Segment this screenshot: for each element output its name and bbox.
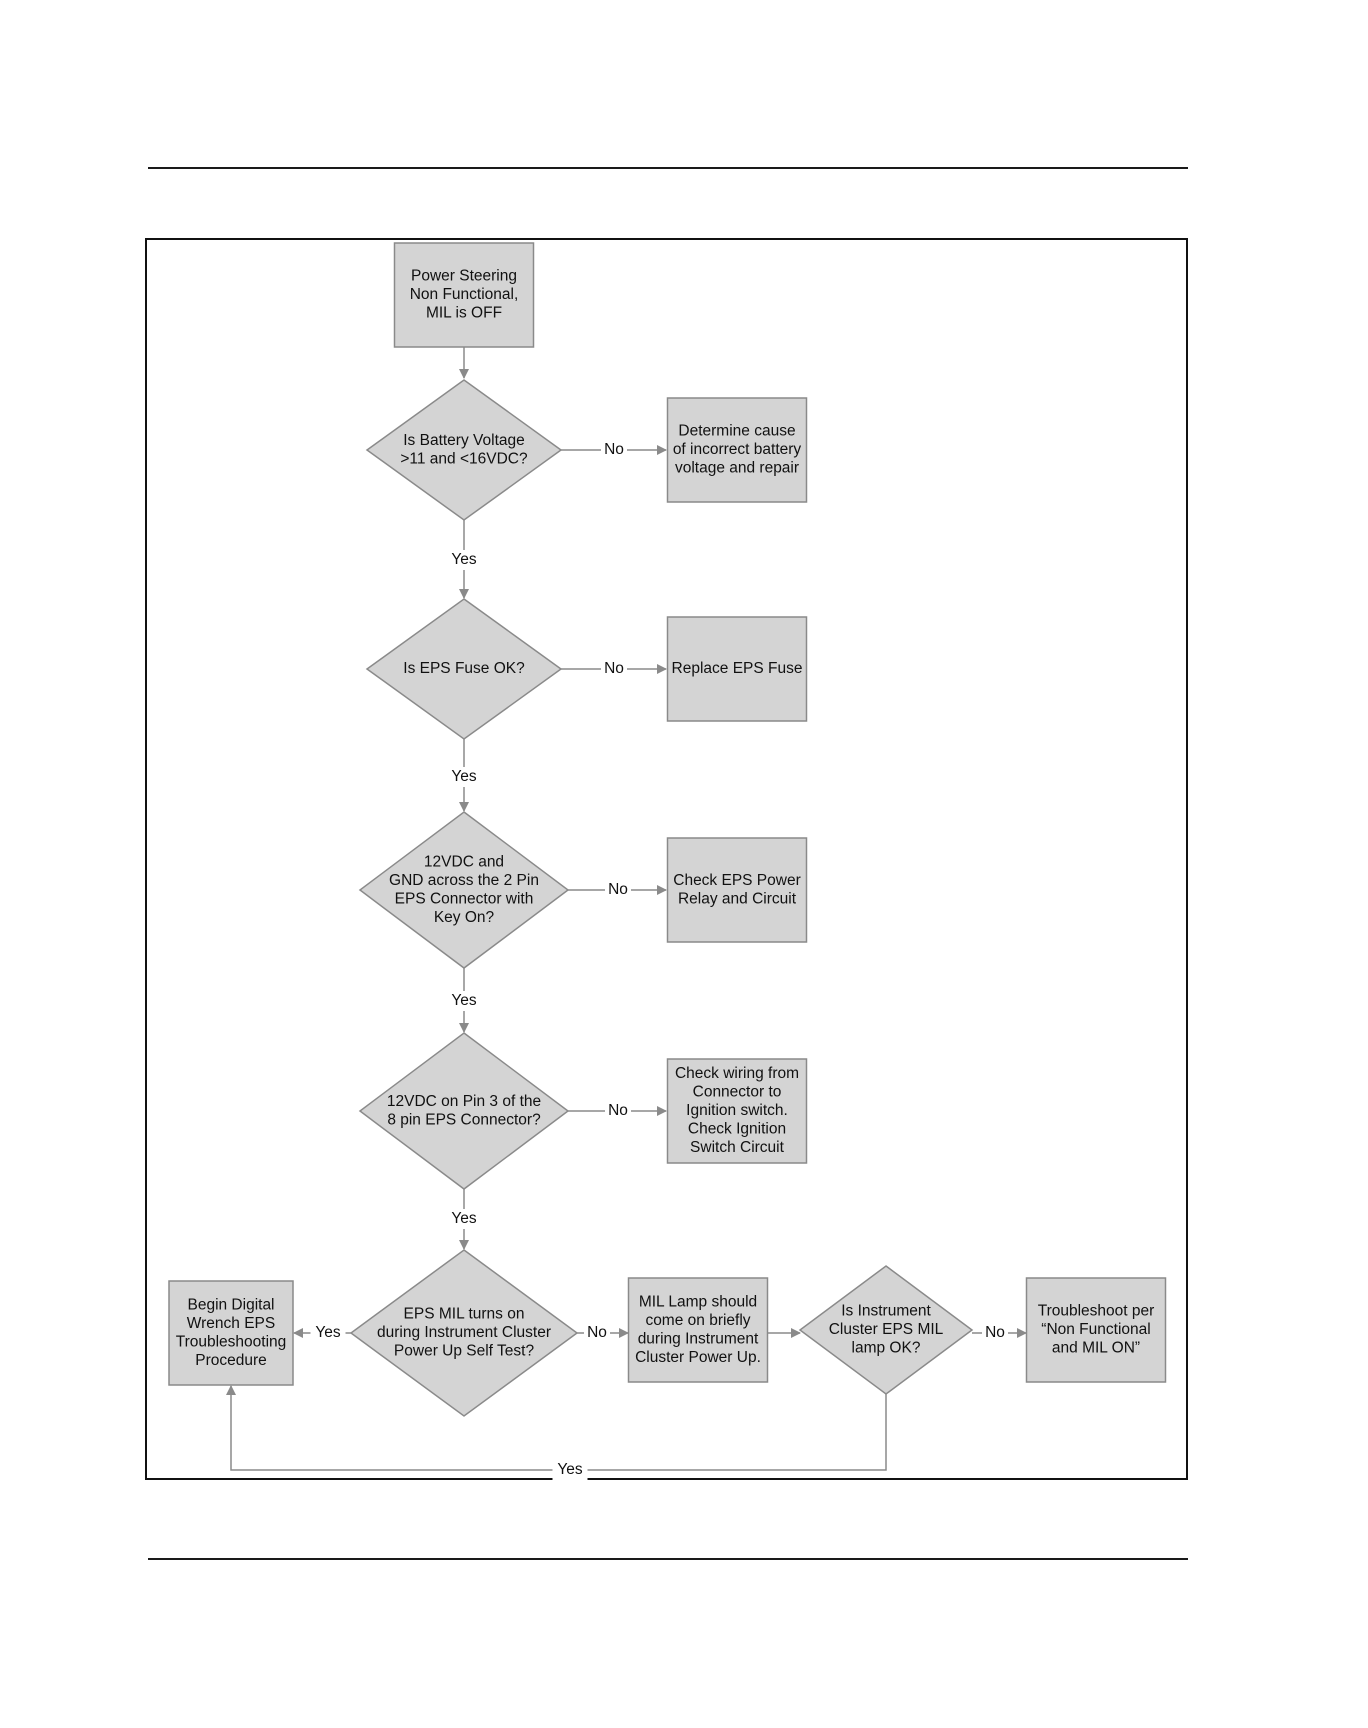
- node-label: and MIL ON”: [1052, 1340, 1140, 1357]
- node-a2: Replace EPS Fuse: [666, 616, 808, 722]
- node-label: Is Battery Voltage: [403, 432, 525, 449]
- node-label: come on briefly: [645, 1312, 750, 1329]
- node-label: Switch Circuit: [690, 1139, 785, 1156]
- node-label: Power Up Self Test?: [394, 1343, 535, 1360]
- node-q1: Is Battery Voltage>11 and <16VDC?: [365, 379, 563, 521]
- edge-label-bg: [605, 1101, 631, 1121]
- edge-label-q3-no: No: [608, 881, 628, 898]
- node-label: 8 pin EPS Connector?: [387, 1111, 541, 1128]
- edge-label-q2-no: No: [604, 660, 624, 677]
- node-label: MIL is OFF: [426, 305, 502, 322]
- edge-label-q3-yes: Yes: [451, 992, 477, 1009]
- edge-label-bg: [552, 1460, 588, 1480]
- edge-label-bg: [601, 440, 627, 460]
- node-label: EPS Connector with: [395, 890, 534, 907]
- edge-label-bg: [982, 1323, 1008, 1343]
- node-label: during Instrument: [638, 1330, 759, 1347]
- node-label: Ignition switch.: [686, 1102, 788, 1119]
- node-label: Begin Digital: [187, 1296, 274, 1313]
- node-label: >11 and <16VDC?: [400, 450, 528, 467]
- edge-label-q4-yes: Yes: [451, 1210, 477, 1227]
- node-label: Connector to: [693, 1084, 782, 1101]
- node-label: Power Steering: [411, 268, 517, 285]
- edge-label-bg: [446, 550, 482, 570]
- edge-label-bg: [310, 1323, 346, 1343]
- edge-label-bg: [446, 1209, 482, 1229]
- node-label: Check wiring from: [675, 1065, 799, 1082]
- node-label: Wrench EPS: [187, 1315, 275, 1332]
- edge-q6-digital: [226, 1385, 887, 1471]
- edge-label-q1-yes: Yes: [451, 551, 477, 568]
- node-label: Check EPS Power: [673, 872, 801, 889]
- diagram-frame: [145, 238, 1188, 1480]
- edge-label-bg: [584, 1323, 610, 1343]
- edge-label-q1-no: No: [604, 441, 624, 458]
- node-label: 12VDC on Pin 3 of the: [387, 1093, 541, 1110]
- edge-label-bg: [446, 767, 482, 787]
- node-final: Troubleshoot per“Non Functional and MIL O…: [1025, 1277, 1167, 1383]
- node-label: Troubleshooting: [176, 1333, 287, 1350]
- node-label: 12VDC and: [424, 853, 504, 870]
- node-label: Troubleshoot per: [1038, 1303, 1155, 1320]
- node-label: Relay and Circuit: [678, 890, 797, 907]
- node-label: Is Instrument: [841, 1303, 931, 1320]
- edge-label-q6-no: No: [985, 1324, 1005, 1341]
- node-label: Procedure: [195, 1352, 267, 1369]
- node-label: EPS MIL turns on: [404, 1306, 525, 1323]
- header-rule: [148, 167, 1188, 169]
- edge-label-q5-no: No: [587, 1324, 607, 1341]
- edge-label-bg: [446, 991, 482, 1011]
- edge-label-q2-yes: Yes: [451, 768, 477, 785]
- node-label: Cluster Power Up.: [635, 1349, 761, 1366]
- node-label: Non Functional,: [410, 286, 519, 303]
- node-label: voltage and repair: [675, 460, 799, 477]
- edge-label-q4-no: No: [608, 1102, 628, 1119]
- node-label: during Instrument Cluster: [377, 1324, 551, 1341]
- node-label: GND across the 2 Pin: [389, 872, 539, 889]
- footer-rule: [148, 1558, 1188, 1560]
- node-label: lamp OK?: [852, 1340, 921, 1357]
- node-label: of incorrect battery: [673, 441, 802, 458]
- edge-label-q5-yes: Yes: [315, 1324, 341, 1341]
- edge-label-bg: [601, 659, 627, 679]
- node-label: MIL Lamp should: [639, 1293, 757, 1310]
- node-label: Determine cause: [678, 423, 795, 440]
- node-label: Check Ignition: [688, 1121, 786, 1138]
- node-label: Cluster EPS MIL: [829, 1321, 944, 1338]
- node-label: Replace EPS Fuse: [672, 660, 803, 677]
- node-label: “Non Functional: [1041, 1321, 1150, 1338]
- node-label: Is EPS Fuse OK?: [403, 660, 525, 677]
- edge-label-bg: [605, 880, 631, 900]
- edge-label-q6-yes: Yes: [557, 1461, 583, 1478]
- node-label: Key On?: [434, 909, 495, 926]
- node-q2: Is EPS Fuse OK?: [365, 598, 563, 740]
